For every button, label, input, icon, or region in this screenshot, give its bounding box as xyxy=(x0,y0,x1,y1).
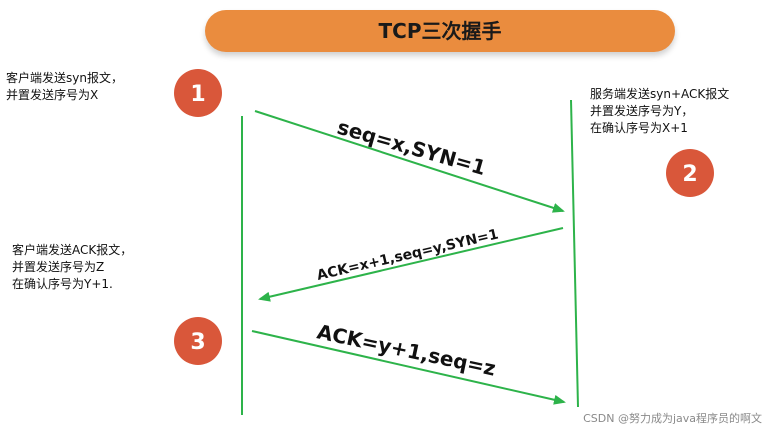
step-3-number: 3 xyxy=(190,330,205,355)
client-ack-note-line-3: 在确认序号为Y+1. xyxy=(12,277,113,291)
watermark: CSDN @努力成为java程序员的啊文 xyxy=(583,412,762,425)
synack-arrow xyxy=(258,227,564,302)
step-1-badge: 1 xyxy=(174,69,222,117)
ack-message-label: ACK=y+1,seq=z xyxy=(315,319,498,380)
client-syn-note: 客户端发送syn报文， 并置发送序号为X xyxy=(6,70,123,104)
title-banner xyxy=(205,10,675,52)
server-synack-note-line-3: 在确认序号为X+1 xyxy=(590,121,688,135)
step-2-badge: 2 xyxy=(666,149,714,197)
diagram-title: TCP三次握手 xyxy=(378,19,502,43)
syn-message-label: seq=x,SYN=1 xyxy=(335,115,489,180)
server-synack-note-line-1: 服务端发送syn+ACK报文 xyxy=(590,87,730,101)
step-2-number: 2 xyxy=(682,162,697,187)
server-lifeline xyxy=(570,99,579,408)
syn-arrow xyxy=(254,110,565,213)
synack-message-label: ACK=x+1,seq=y,SYN=1 xyxy=(315,226,500,283)
client-ack-note-line-1: 客户端发送ACK报文， xyxy=(12,243,133,257)
client-ack-note-line-2: 并置发送序号为Z xyxy=(12,260,105,274)
step-3-badge: 3 xyxy=(174,317,222,365)
client-syn-note-line-2: 并置发送序号为X xyxy=(6,88,99,102)
server-synack-note: 服务端发送syn+ACK报文 并置发送序号为Y， 在确认序号为X+1 xyxy=(590,86,729,137)
ack-arrow xyxy=(251,330,566,405)
server-synack-note-line-2: 并置发送序号为Y， xyxy=(590,104,694,118)
client-ack-note: 客户端发送ACK报文， 并置发送序号为Z 在确认序号为Y+1. xyxy=(12,242,132,293)
step-1-number: 1 xyxy=(190,82,205,107)
client-syn-note-line-1: 客户端发送syn报文， xyxy=(6,71,123,85)
